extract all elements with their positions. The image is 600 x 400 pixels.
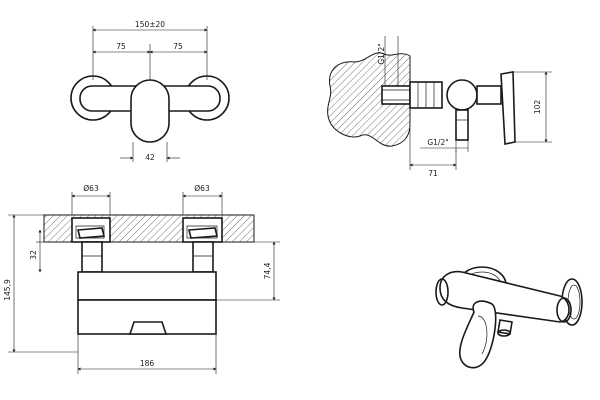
dim-front-halves: 75 75 [92,42,208,82]
wall-section [327,52,411,147]
left-eccentric [81,241,103,273]
side-handle [500,71,516,145]
section-outlet [128,321,168,335]
label-75-left: 75 [116,42,126,51]
section-mixer-body [77,271,217,301]
shower-outlet [455,109,469,141]
valve-body [446,79,478,111]
label-150-20: 150±20 [135,20,165,29]
wall-insert [381,85,411,105]
label-g12-bottom: G1/2" [427,138,448,147]
label-75-right: 75 [173,42,183,51]
right-eccentric [192,241,214,273]
label-g12-top: G1/2" [377,43,386,64]
side-body-neck [476,85,502,105]
label-dia63-left: Ø63 [83,184,99,193]
label-74-4: 74,4 [263,262,272,279]
iso-mixer-body [439,270,570,323]
side-view: G1/2" G1/2" 71 102 [327,36,552,178]
label-145-9: 145,9 [3,279,12,301]
dim-front-handle: 42 [120,142,180,162]
label-186: 186 [140,359,155,368]
mixer-handle [130,79,170,143]
label-dia63-right: Ø63 [194,184,210,193]
front-view: 150±20 75 75 42 [70,20,230,162]
label-102: 102 [533,100,542,115]
iso-handle [458,300,497,369]
perspective-view [435,266,583,369]
label-32: 32 [29,250,38,260]
label-42: 42 [145,153,155,162]
section-view: Ø63 Ø63 32 145,9 [3,184,280,374]
label-71: 71 [428,169,438,178]
